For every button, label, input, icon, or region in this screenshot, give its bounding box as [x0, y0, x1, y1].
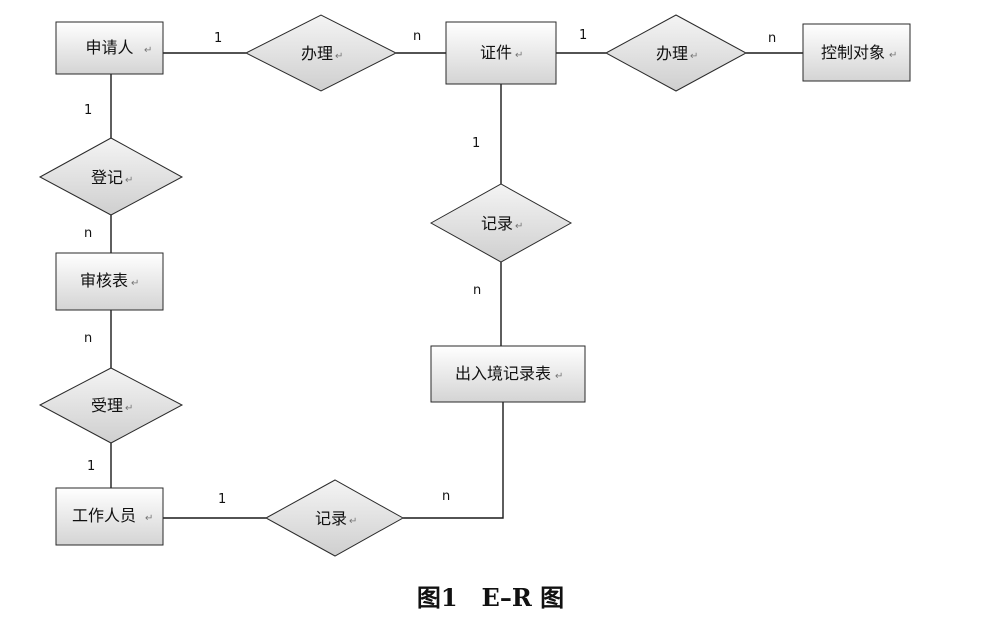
return-mark: ↵ [690, 51, 698, 62]
entity-certificate[interactable]: 证件 ↵ [445, 21, 557, 85]
relationship-record-certificate-label: 记录 [481, 214, 513, 233]
relationship-register-label: 登记 [91, 168, 123, 187]
relationship-record-certificate[interactable]: 记录 ↵ [429, 183, 573, 263]
return-mark: ↵ [145, 513, 153, 524]
cardinality-certificate-handle2: 1 [579, 28, 587, 43]
entity-staff[interactable]: 工作人员 ↵ [55, 487, 164, 546]
cardinality-staff-record: 1 [218, 492, 226, 507]
return-mark: ↵ [125, 175, 133, 186]
relationship-accept[interactable]: 受理 ↵ [38, 367, 184, 444]
relationship-handle-2-label: 办理 [656, 44, 688, 63]
cardinality-handle-certificate: n [413, 29, 421, 44]
entity-border-record[interactable]: 出入境记录表 ↵ [430, 345, 586, 403]
cardinality-certificate-record: 1 [472, 136, 480, 151]
cardinality-review-accept: n [84, 331, 92, 346]
edge-record-border-bottom [403, 402, 504, 519]
return-mark: ↵ [889, 50, 897, 61]
entity-applicant[interactable]: 申请人 ↵ [55, 21, 164, 75]
return-mark: ↵ [515, 221, 523, 232]
connectors [110, 52, 803, 519]
entity-control-object[interactable]: 控制对象 ↵ [802, 23, 911, 82]
entity-control-object-label: 控制对象 [821, 43, 885, 62]
cardinality-applicant-register: 1 [84, 103, 92, 118]
return-mark: ↵ [125, 403, 133, 414]
relationship-record-staff[interactable]: 记录 ↵ [264, 479, 405, 557]
return-mark: ↵ [349, 516, 357, 527]
cardinality-handle2-control: n [768, 31, 776, 46]
return-mark: ↵ [131, 278, 139, 289]
relationship-handle-1-label: 办理 [301, 44, 333, 63]
entity-certificate-label: 证件 [480, 43, 512, 62]
cardinality-accept-staff: 1 [87, 459, 95, 474]
relationship-handle-1[interactable]: 办理 ↵ [244, 14, 398, 92]
relationship-record-staff-label: 记录 [315, 509, 347, 528]
entity-applicant-label: 申请人 [85, 38, 133, 57]
cardinality-applicant-handle: 1 [214, 31, 222, 46]
return-mark: ↵ [144, 45, 152, 56]
figure-caption: 图1 E–R 图 [416, 583, 565, 612]
cardinality-record-border: n [473, 283, 481, 298]
entity-review-form-label: 审核表 [80, 271, 128, 290]
relationship-register[interactable]: 登记 ↵ [38, 137, 184, 216]
cardinality-record-border-bottom: n [442, 489, 450, 504]
return-mark: ↵ [335, 51, 343, 62]
relationship-accept-label: 受理 [91, 396, 123, 415]
return-mark: ↵ [515, 50, 523, 61]
entity-staff-label: 工作人员 [72, 506, 136, 525]
cardinality-register-review: n [84, 226, 92, 241]
relationship-handle-2[interactable]: 办理 ↵ [604, 14, 748, 92]
cardinality-labels: 1 n 1 n 1 n 1 n n 1 1 n [84, 28, 776, 507]
entity-review-form[interactable]: 审核表 ↵ [55, 252, 164, 311]
er-diagram: 申请人 ↵ 证件 ↵ 控制对象 ↵ 审核表 ↵ 出入境记录表 ↵ 工作人员 ↵ … [38, 14, 911, 557]
entity-border-record-label: 出入境记录表 [455, 364, 551, 383]
return-mark: ↵ [555, 371, 563, 382]
